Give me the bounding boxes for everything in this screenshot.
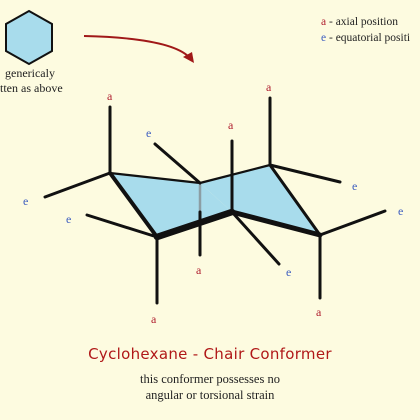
subtitle-line2: angular or torsional strain: [145, 388, 275, 402]
bond-right-edge: [268, 163, 322, 237]
legend-axial-text: - axial position: [326, 16, 398, 28]
equatorial-label: e: [352, 179, 357, 193]
legend: a - axial position e - equatorial positi: [321, 14, 410, 46]
axial-label: a: [228, 118, 234, 132]
equatorial-label: e: [286, 265, 291, 279]
equatorial-label: e: [146, 126, 151, 140]
generic-note-line2: tten as above: [0, 81, 63, 95]
legend-axial-key: a: [321, 16, 327, 28]
equatorial-bond-c2: [268, 163, 342, 184]
bond-back-left: [108, 171, 202, 185]
equatorial-label: e: [23, 194, 28, 208]
hexagon-icon: [5, 9, 53, 66]
equatorial-bond-c3: [230, 210, 281, 266]
equatorial-bond-c4: [85, 213, 159, 239]
subtitle-line1: this conformer possesses no: [140, 372, 280, 386]
legend-equatorial-key: e: [321, 32, 327, 44]
legend-equatorial-text: - equatorial positi: [326, 32, 411, 44]
axial-label: a: [196, 263, 202, 277]
axial-label: a: [266, 80, 272, 94]
axial-label: a: [316, 305, 322, 319]
arrow-curve: [83, 35, 190, 58]
bond-left-edge: [108, 171, 159, 239]
equatorial-bond-c6: [153, 142, 202, 185]
generic-note: genericaly tten as above: [0, 66, 63, 96]
diagram-subtitle: this conformer possesses no angular or t…: [0, 371, 420, 403]
generic-note-line1: genericaly: [5, 66, 55, 80]
bond-front-right: [229, 209, 323, 238]
equatorial-bond-c5: [318, 209, 387, 237]
bond-front-left: [153, 208, 236, 241]
bond-back: [198, 163, 272, 185]
equatorial-label: e: [66, 212, 71, 226]
arrow-head: [183, 52, 194, 63]
axial-label: a: [107, 89, 113, 103]
diagram-title: Cyclohexane - Chair Conformer: [88, 345, 332, 363]
equatorial-bond-c1: [43, 171, 112, 199]
ring-right-face: [200, 165, 320, 235]
equatorial-label: e: [398, 204, 403, 218]
legend-axial: a - axial position: [321, 14, 410, 30]
legend-equatorial: e - equatorial positi: [321, 30, 410, 46]
axial-label: a: [151, 312, 157, 326]
